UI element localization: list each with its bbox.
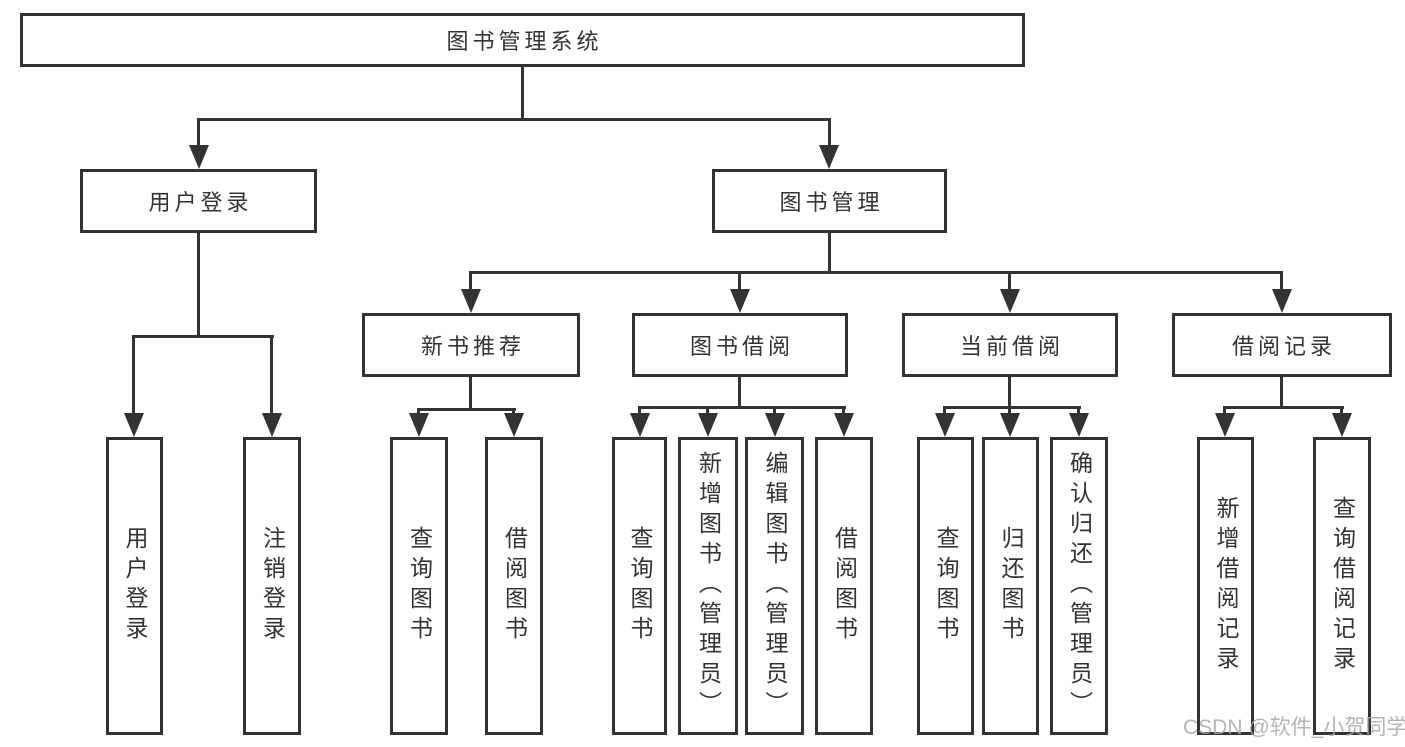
leaf-return-books: 归还图书 — [982, 437, 1039, 735]
arrowhead-leaf-logout — [262, 413, 282, 437]
node-root-system-label: 图书管理系统 — [446, 29, 603, 54]
leaf-borrow-books-label: 借阅图书 — [831, 526, 858, 646]
leaf-recommend-query-books: 查询图书 — [390, 437, 448, 735]
leaf-borrow-books: 借阅图书 — [815, 437, 873, 735]
leaf-add-books-admin-label: 新增图书（管理员） — [695, 451, 722, 721]
node-book-borrow: 图书借阅 — [632, 313, 848, 377]
node-current-borrow-label: 当前借阅 — [959, 334, 1064, 359]
node-borrow-records-label: 借阅记录 — [1231, 334, 1336, 359]
arrowhead-b1 — [409, 413, 429, 437]
connector-root-rail — [197, 118, 831, 121]
leaf-recommend-borrow-books-label: 借阅图书 — [501, 526, 528, 646]
leaf-borrow-query-books: 查询图书 — [612, 437, 667, 735]
arrowhead-e1 — [1215, 413, 1235, 437]
arrowhead-c1 — [630, 413, 650, 437]
node-user-login: 用户登录 — [80, 169, 317, 233]
connector-book-mgmt-stem — [828, 233, 831, 274]
connector-arrow-d1-stem — [943, 406, 946, 415]
leaf-confirm-return-admin-label: 确认归还（管理员） — [1066, 451, 1093, 721]
connector-arrow-book-mgmt-stem — [828, 118, 831, 147]
arrowhead-leaf-login — [124, 413, 144, 437]
connector-arrow-d2-stem — [1008, 406, 1011, 415]
arrowhead-e2 — [1332, 413, 1352, 437]
connector-arrow-leaf-logout-stem — [270, 335, 273, 415]
arrowhead-currentborrow — [1000, 289, 1020, 313]
connector-arrow-bookborrow-stem — [738, 271, 741, 291]
arrowhead-d2 — [1000, 413, 1020, 437]
leaf-add-books-admin: 新增图书（管理员） — [678, 437, 738, 735]
connector-arrow-leaf-login-stem — [132, 335, 135, 415]
connector-arrow-e2-stem — [1340, 406, 1343, 415]
node-borrow-records: 借阅记录 — [1172, 313, 1392, 377]
node-book-mgmt: 图书管理 — [712, 169, 947, 233]
connector-book-mgmt-rail — [469, 271, 1283, 274]
connector-records-stem — [1280, 377, 1283, 409]
leaf-edit-books-admin: 编辑图书（管理员） — [745, 437, 804, 735]
leaf-confirm-return-admin: 确认归还（管理员） — [1050, 437, 1108, 735]
connector-arrow-b2-stem — [512, 408, 515, 415]
watermark: CSDN @软件_小贺同学 — [1183, 716, 1405, 739]
connector-bookborrow-stem — [738, 377, 741, 409]
connector-arrow-newbook-stem — [469, 271, 472, 291]
leaf-logout-label: 注销登录 — [259, 526, 286, 646]
leaf-edit-books-admin-label: 编辑图书（管理员） — [762, 451, 788, 721]
connector-records-rail — [1223, 406, 1344, 409]
leaf-logout: 注销登录 — [243, 437, 301, 735]
connector-arrow-c4-stem — [842, 406, 845, 415]
node-new-book-recommend-label: 新书推荐 — [420, 334, 525, 359]
leaf-add-borrow-record: 新增借阅记录 — [1197, 437, 1254, 735]
connector-arrow-b1-stem — [417, 408, 420, 415]
node-book-borrow-label: 图书借阅 — [689, 334, 794, 359]
node-user-login-label: 用户登录 — [148, 190, 253, 215]
leaf-current-query-books: 查询图书 — [917, 437, 974, 735]
leaf-query-borrow-record: 查询借阅记录 — [1313, 437, 1371, 735]
connector-user-login-stem — [197, 233, 200, 338]
connector-currentborrow-stem — [1008, 377, 1011, 409]
arrowhead-newbook — [461, 289, 481, 313]
connector-newbook-rail — [417, 408, 516, 411]
node-current-borrow: 当前借阅 — [902, 313, 1118, 377]
leaf-recommend-borrow-books: 借阅图书 — [485, 437, 543, 735]
connector-newbook-stem — [469, 377, 472, 411]
connector-arrow-c2-stem — [706, 406, 709, 415]
leaf-user-login-label: 用户登录 — [122, 526, 148, 646]
leaf-recommend-query-books-label: 查询图书 — [406, 526, 433, 646]
arrowhead-c4 — [834, 413, 854, 437]
arrowhead-c2 — [698, 413, 718, 437]
connector-arrow-records-stem — [1280, 271, 1283, 291]
connector-arrow-currentborrow-stem — [1008, 271, 1011, 291]
leaf-return-books-label: 归还图书 — [998, 526, 1024, 646]
arrowhead-bookborrow — [730, 289, 750, 313]
arrowhead-d3 — [1069, 413, 1089, 437]
node-book-mgmt-label: 图书管理 — [779, 190, 884, 215]
connector-arrow-d3-stem — [1077, 406, 1080, 415]
arrowhead-c3 — [765, 413, 785, 437]
leaf-add-borrow-record-label: 新增借阅记录 — [1213, 496, 1239, 676]
connector-arrow-e1-stem — [1223, 406, 1226, 415]
connector-arrow-c1-stem — [638, 406, 641, 415]
arrowhead-records — [1272, 289, 1292, 313]
arrowhead-user-login — [189, 145, 209, 169]
arrowhead-b2 — [504, 413, 524, 437]
connector-bookborrow-rail — [638, 406, 846, 409]
connector-currentborrow-rail — [943, 406, 1081, 409]
node-root-system: 图书管理系统 — [20, 13, 1025, 67]
leaf-current-query-books-label: 查询图书 — [933, 526, 959, 646]
arrowhead-d1 — [935, 413, 955, 437]
leaf-query-borrow-record-label: 查询借阅记录 — [1329, 496, 1356, 676]
arrowhead-book-mgmt — [819, 145, 839, 169]
node-new-book-recommend: 新书推荐 — [362, 313, 580, 377]
connector-arrow-user-login-stem — [197, 118, 200, 147]
leaf-user-login: 用户登录 — [106, 437, 163, 735]
connector-user-login-rail — [132, 335, 274, 338]
connector-arrow-c3-stem — [773, 406, 776, 415]
connector-root-stem — [521, 67, 524, 121]
leaf-borrow-query-books-label: 查询图书 — [627, 526, 653, 646]
